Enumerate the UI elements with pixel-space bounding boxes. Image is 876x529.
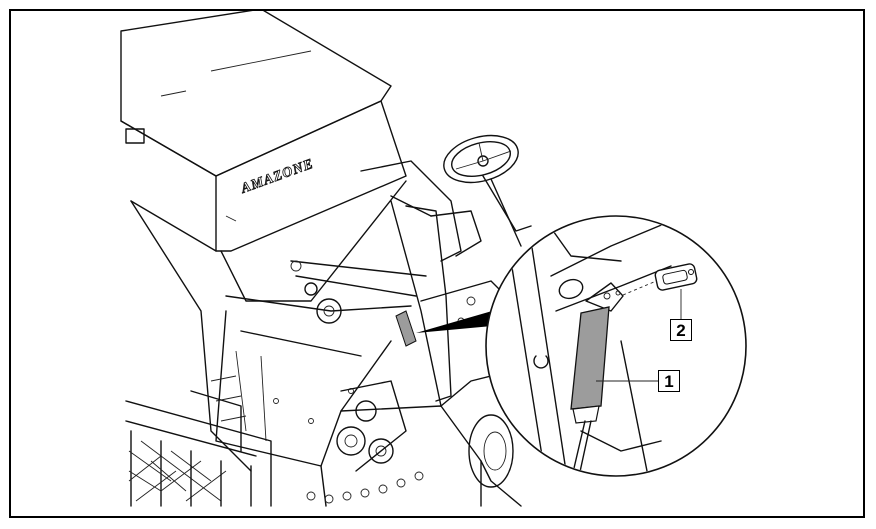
hopper-label-plate (125, 128, 145, 144)
detail-magnifier (485, 215, 747, 477)
diagram-frame: AMAZONE (9, 9, 865, 518)
drive-assembly (190, 375, 407, 472)
brand-label: AMAZONE (238, 157, 316, 198)
arrow-pointer-icon (416, 309, 503, 333)
strut-location-marker (395, 310, 417, 347)
callout-label-2: 2 (670, 319, 692, 341)
callout-label-1: 1 (658, 370, 680, 392)
chassis (130, 200, 482, 507)
gas-strut (570, 306, 610, 475)
machine-illustration: AMAZONE (120, 11, 747, 507)
safety-clip (654, 263, 698, 291)
front-frame (125, 400, 424, 507)
seat (360, 160, 482, 262)
hopper (120, 11, 407, 302)
steering-wheel-icon (443, 134, 532, 247)
